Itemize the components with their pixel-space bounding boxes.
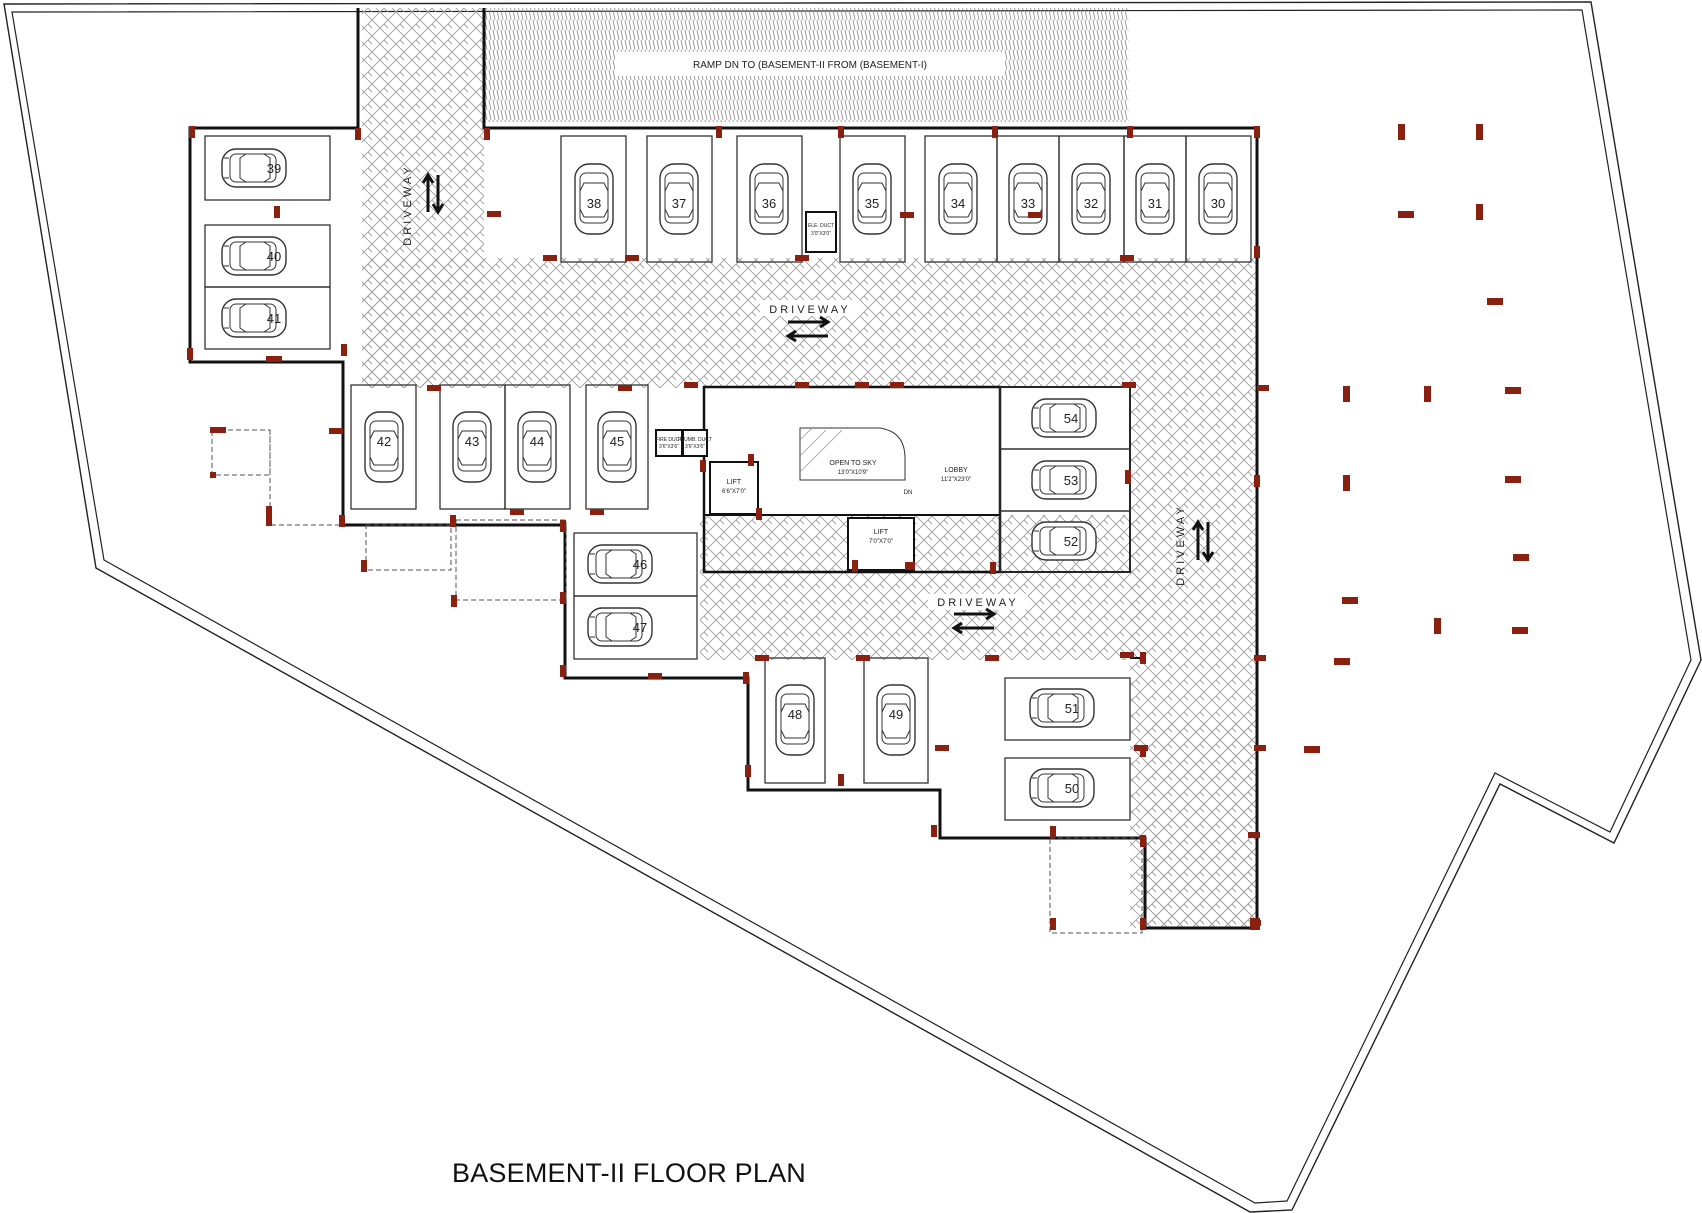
plumb-duct-label: PLUMB. DUCT [678, 437, 712, 443]
two-way-arrow-icon [785, 315, 831, 343]
columns [187, 124, 1529, 930]
slot-38: 38 [587, 196, 601, 211]
elec-duct-size: 3'0"X3'0" [811, 231, 831, 237]
driveway-label-left: DRIVEWAY [402, 164, 414, 245]
slot-46: 46 [633, 557, 647, 572]
lift-b-size: 7'0"X7'0" [869, 539, 893, 545]
canopy-outlines [211, 429, 1143, 934]
driveway-markings: DRIVEWAY DRIVEWAY DRIVEWAY DRIVEWAY [402, 164, 1215, 635]
lobby-label: LOBBY [944, 467, 968, 474]
ramp-label: RAMP DN TO (BASEMENT-II FROM (BASEMENT-I… [693, 60, 927, 71]
slot-45: 45 [610, 434, 624, 449]
driveway-paving [362, 8, 1257, 928]
slot-49: 49 [889, 707, 903, 722]
slot-42: 42 [377, 434, 391, 449]
driveway-label-top: DRIVEWAY [769, 304, 850, 316]
slot-39: 39 [267, 161, 281, 176]
slot-37: 37 [672, 196, 686, 211]
fire-duct-size: 3'6"X3'6" [659, 444, 679, 450]
lobby-size: 11'2"X23'0" [941, 477, 971, 483]
core: LIFT 6'6"X7'0" LIFT 7'0"X7'0" OPEN TO SK… [655, 211, 971, 571]
ramp: RAMP DN TO (BASEMENT-II FROM (BASEMENT-I… [484, 8, 1129, 122]
driveway-label-center: DRIVEWAY [937, 597, 1018, 609]
two-way-arrow-icon [951, 607, 997, 635]
slot-41: 41 [267, 311, 281, 326]
fire-duct-label: FIRE DUCT [656, 437, 683, 443]
slot-51: 51 [1065, 701, 1079, 716]
two-way-arrow-icon [1191, 519, 1215, 563]
slot-34: 34 [951, 196, 965, 211]
stair-dn-label: DN [904, 490, 913, 496]
drawing-title: BASEMENT-II FLOOR PLAN [452, 1158, 806, 1188]
slot-47: 47 [633, 620, 647, 635]
lift-b-label: LIFT [874, 529, 889, 536]
slot-50: 50 [1065, 781, 1079, 796]
plumb-duct-size: 3'6"X3'6" [685, 444, 705, 450]
slot-35: 35 [865, 196, 879, 211]
parking-stalls [204, 135, 1252, 821]
slot-44: 44 [530, 434, 544, 449]
slot-53: 53 [1064, 473, 1078, 488]
slot-36: 36 [762, 196, 776, 211]
lift-a-label: LIFT [727, 479, 742, 486]
slot-48: 48 [788, 707, 802, 722]
slot-33: 33 [1021, 196, 1035, 211]
slot-labels: 38 37 36 35 34 33 32 31 30 39 40 41 42 4… [267, 161, 1225, 796]
slot-40: 40 [267, 249, 281, 264]
slot-52: 52 [1064, 534, 1078, 549]
slot-31: 31 [1148, 196, 1162, 211]
driveway-label-right: DRIVEWAY [1175, 504, 1187, 585]
open-to-sky-size: 13'0"X10'9" [838, 470, 869, 476]
lift-a-size: 6'6"X7'0" [722, 489, 746, 495]
slot-30: 30 [1211, 196, 1225, 211]
open-to-sky-label: OPEN TO SKY [829, 460, 877, 467]
slot-43: 43 [465, 434, 479, 449]
slot-54: 54 [1064, 411, 1078, 426]
slot-32: 32 [1084, 196, 1098, 211]
two-way-arrow-icon [421, 172, 445, 215]
elec-duct-label: ELE. DUCT [808, 223, 834, 229]
